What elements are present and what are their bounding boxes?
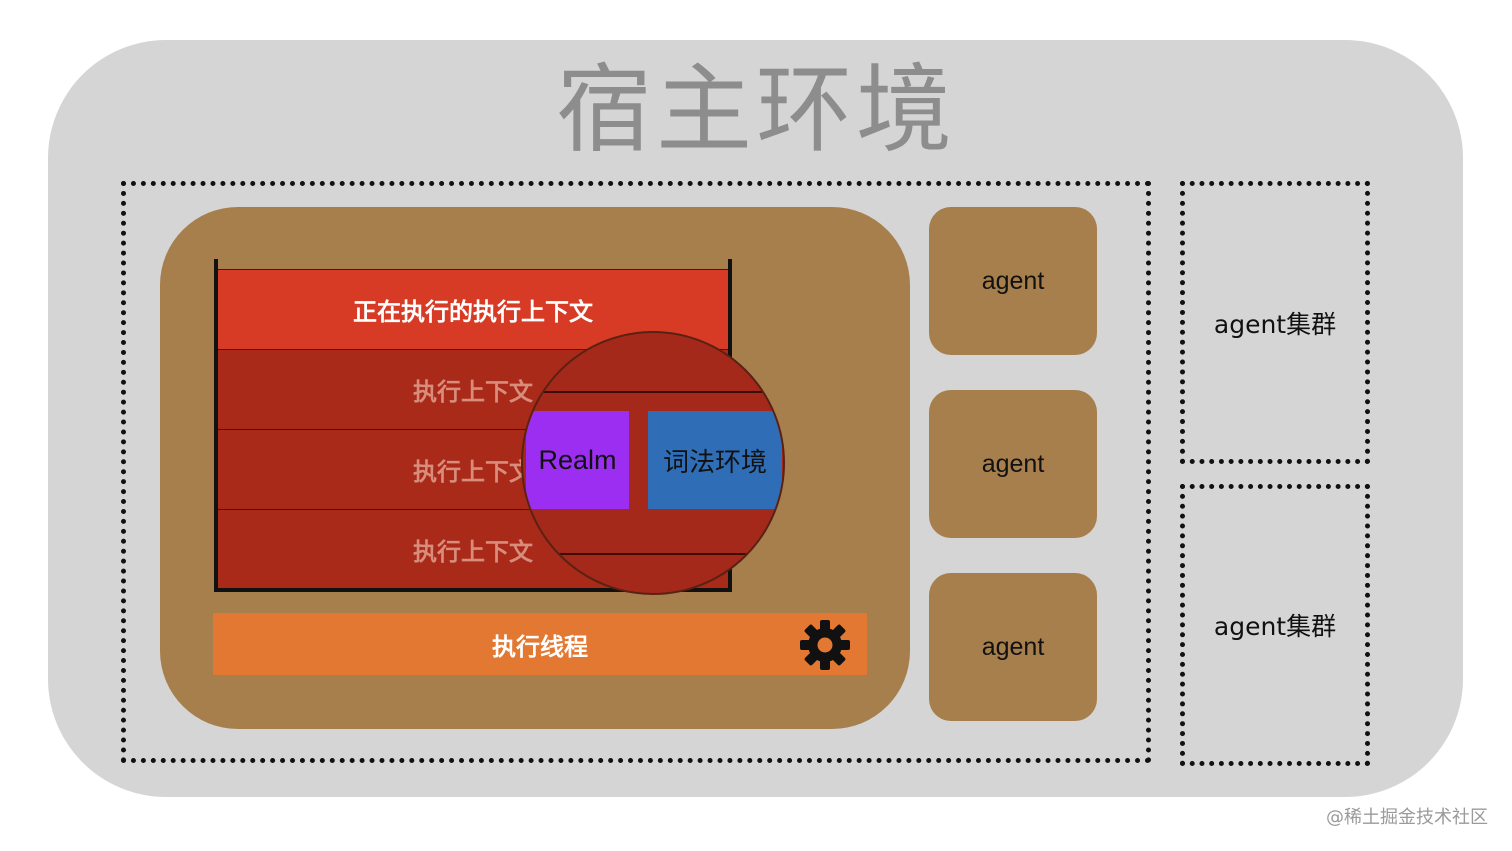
agent-2: agent [929, 390, 1097, 538]
watermark: @稀土掘金技术社区 [1326, 807, 1488, 828]
agent-cluster-2-label: agent集群 [1213, 612, 1337, 641]
host-environment-title: 宿主环境 [556, 54, 956, 166]
gear-icon [800, 620, 850, 670]
realm-box: Realm [526, 411, 629, 509]
execution-thread-label: 执行线程 [492, 632, 588, 661]
agent-1: agent [929, 207, 1097, 355]
agent-cluster-2: agent集群 [1180, 484, 1370, 766]
magnifier-lens: Realm 词法环境 [521, 331, 785, 595]
lexical-environment-box: 词法环境 [648, 411, 782, 509]
execution-thread: 执行线程 [213, 613, 867, 675]
agent-3: agent [929, 573, 1097, 721]
agent-cluster-1: agent集群 [1180, 181, 1370, 464]
lens-divider-top [523, 391, 783, 393]
agent-cluster-main [121, 181, 1151, 763]
agent-cluster-1-label: agent集群 [1213, 309, 1337, 339]
lens-divider-bottom [523, 553, 783, 555]
